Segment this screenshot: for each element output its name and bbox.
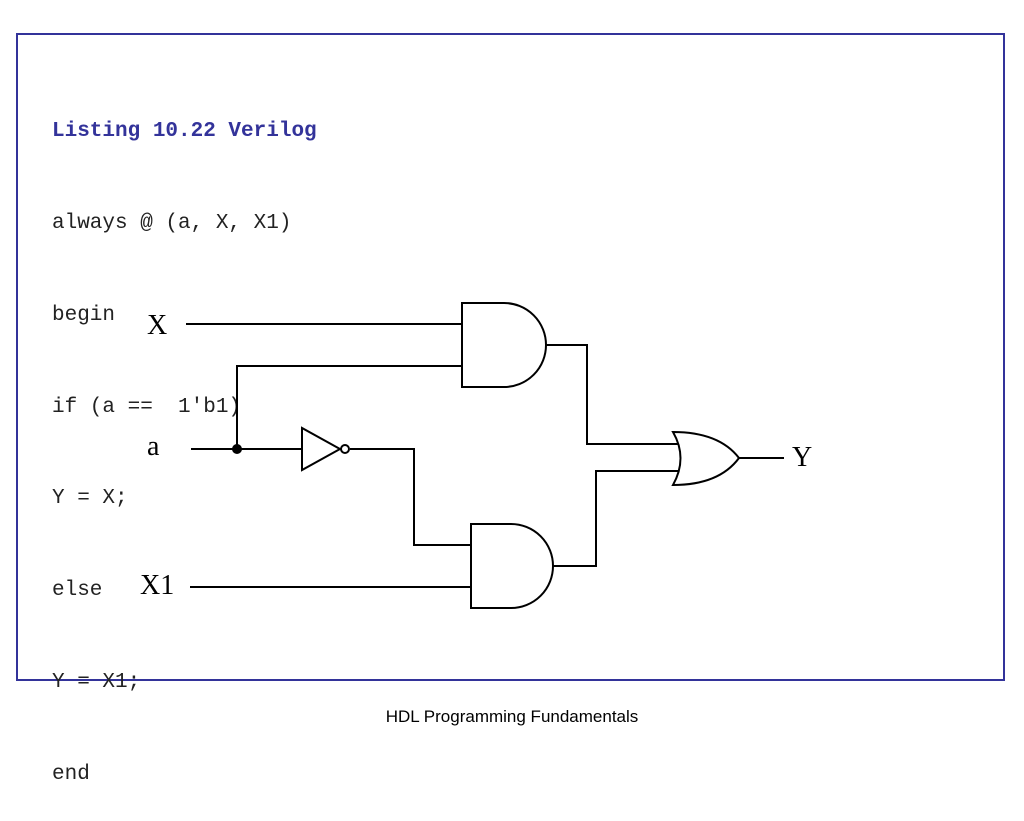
input-label-a: a	[147, 431, 160, 462]
listing-title: Listing 10.22 Verilog	[52, 120, 317, 144]
slide-frame	[16, 33, 1005, 681]
and-gate-bottom	[470, 523, 554, 609]
code-line: always @ (a, X, X1)	[52, 211, 292, 235]
code-line: Y = X;	[52, 487, 128, 511]
verilog-listing: Listing 10.22 Verilog always @ (a, X, X1…	[52, 56, 317, 821]
wire-and-top-out	[546, 344, 679, 445]
not-gate	[301, 426, 343, 472]
or-gate	[671, 430, 741, 487]
code-line: if (a == 1'b1)	[52, 395, 242, 419]
junction-dot	[232, 444, 242, 454]
not-gate-bubble	[340, 444, 350, 454]
code-line: Y = X1;	[52, 670, 141, 694]
code-line: else	[52, 579, 103, 603]
code-line: begin	[52, 303, 116, 327]
input-label-x1: X1	[140, 570, 174, 601]
wire-a-branch	[236, 365, 462, 449]
mux-circuit-diagram: X a X1 Y	[140, 302, 812, 609]
wire-and-bottom-out	[553, 470, 679, 567]
footer-caption: HDL Programming Fundamentals	[385, 707, 639, 726]
wire-not-out	[350, 448, 471, 546]
and-gate-top	[461, 302, 547, 388]
input-label-x: X	[147, 310, 167, 341]
output-label-y: Y	[792, 442, 812, 473]
